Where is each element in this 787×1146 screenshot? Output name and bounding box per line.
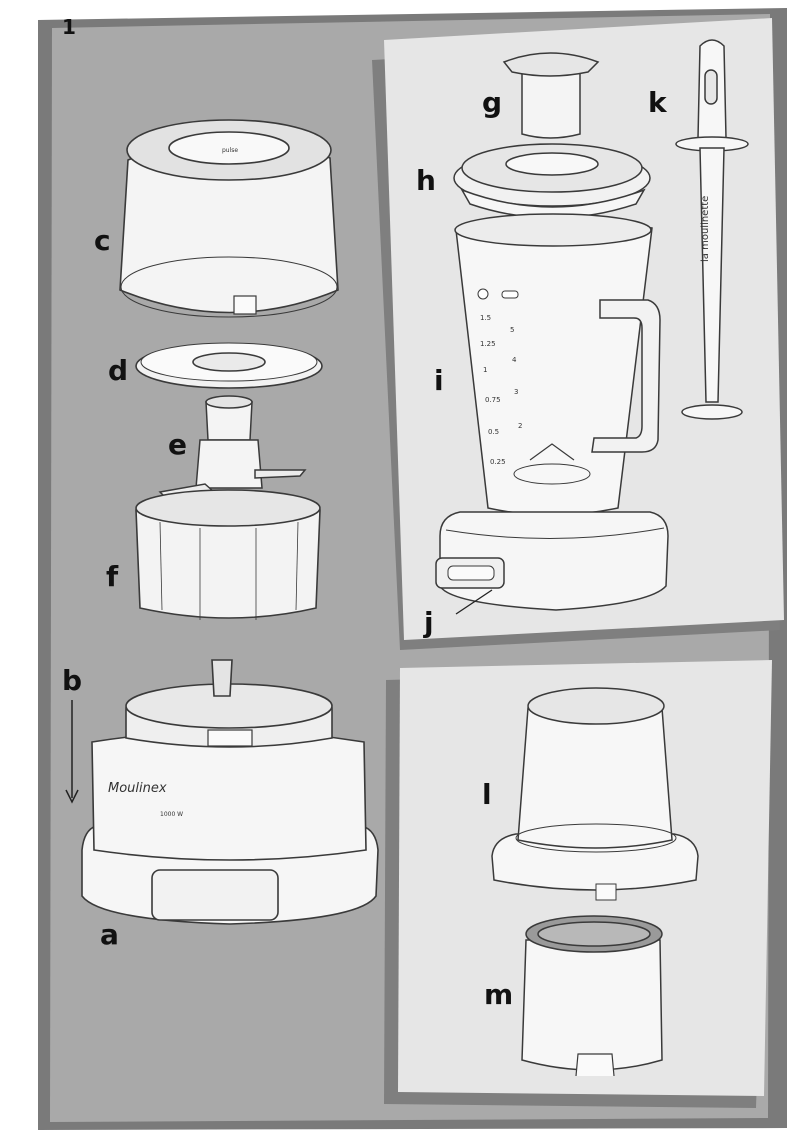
- label-f: f: [106, 560, 119, 593]
- label-h: h: [416, 164, 436, 197]
- scale-left-5: 0.25: [490, 458, 506, 466]
- label-g: g: [482, 86, 502, 119]
- bowl-lid-c: pulse: [119, 119, 339, 318]
- label-i: i: [434, 364, 444, 397]
- power-label: 1000 W: [160, 811, 183, 818]
- cap-g: [502, 52, 600, 139]
- scale-left-4: 0.5: [488, 428, 499, 436]
- scale-right-1: 4: [512, 356, 517, 364]
- scale-left-2: 1: [483, 366, 487, 374]
- scale-right-2: 3: [514, 388, 518, 396]
- label-j: j: [423, 606, 434, 639]
- svg-text:pulse: pulse: [222, 147, 238, 154]
- bowl-f: [135, 489, 321, 620]
- brand-logo: Moulinex: [108, 781, 167, 796]
- blender-base-j: [435, 511, 669, 611]
- tamper-k: la moulinette: [675, 39, 749, 420]
- label-m: m: [484, 978, 513, 1011]
- label-e: e: [168, 428, 187, 461]
- label-d: d: [108, 354, 128, 387]
- tamper-brand: la moulinette: [700, 196, 711, 262]
- label-l: l: [482, 778, 492, 811]
- grinder-base-m: [521, 915, 663, 1077]
- pointer-j: [455, 589, 493, 615]
- jug-i: [454, 213, 661, 516]
- grinder-cup-l: [491, 687, 699, 901]
- label-c: c: [94, 224, 111, 257]
- scale-left-1: 1.25: [480, 340, 496, 348]
- arrow-head-b: [65, 789, 79, 804]
- jug-lid-h: [453, 143, 651, 219]
- scale-right-0: 5: [510, 326, 514, 334]
- motor-base-a: [81, 659, 379, 925]
- scale-left-0: 1.5: [480, 314, 491, 322]
- jug-scale: 1.5 1.25 1 0.75 0.5 0.25 5 4 3 2: [480, 314, 522, 466]
- label-a: a: [100, 918, 119, 951]
- scale-left-3: 0.75: [485, 396, 501, 404]
- disc-d: [135, 342, 323, 389]
- label-b: b: [62, 664, 82, 697]
- figure-number: 1: [62, 15, 76, 39]
- scale-right-3: 2: [518, 422, 522, 430]
- label-k: k: [648, 86, 668, 119]
